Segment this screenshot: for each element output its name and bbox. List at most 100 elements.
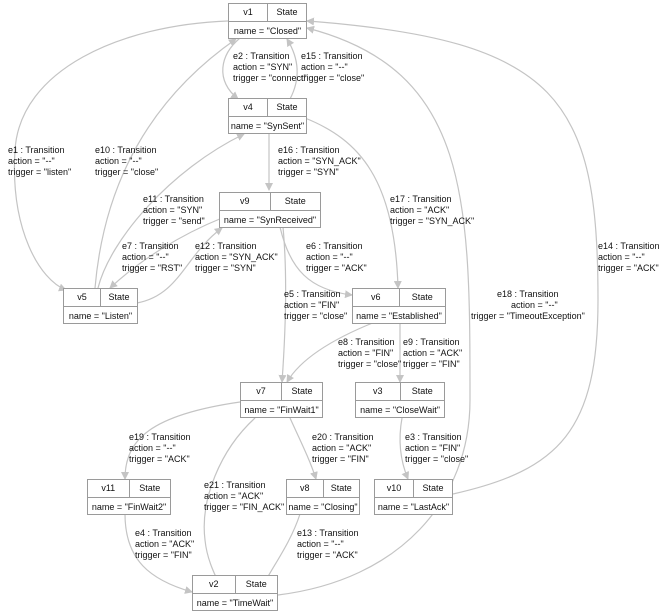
edge-head: e11 : Transition	[143, 194, 204, 204]
state-node-v1[interactable]: v1 State name = "Closed"	[228, 3, 307, 39]
edge-e1	[13, 20, 229, 292]
edge-e10	[94, 38, 237, 289]
edge-action: action = "--"	[598, 252, 645, 262]
node-attr: name = "FinWait2"	[91, 502, 167, 512]
edge-head: e20 : Transition	[312, 432, 374, 442]
edge-trigger: trigger = "FIN"	[135, 550, 192, 560]
edge-label-e1: e1 : Transition action = "--" trigger = …	[8, 145, 71, 178]
node-type: State	[139, 483, 161, 493]
edge-e7	[109, 217, 223, 289]
node-id: v11	[88, 480, 130, 497]
edge-action: action = "SYN_ACK"	[195, 252, 278, 262]
edge-action: action = "--"	[306, 252, 353, 262]
edge-action: action = "ACK"	[135, 539, 195, 549]
node-id: v5	[64, 289, 101, 306]
edge-label-e3: e3 : Transition action = "FIN" trigger =…	[405, 432, 468, 465]
node-type: State	[411, 292, 433, 302]
edge-action: action = "--"	[95, 156, 142, 166]
edge-e12	[136, 227, 223, 304]
node-attr: name = "LastAck"	[377, 502, 450, 512]
edge-head: e2 : Transition	[233, 51, 290, 61]
edge-e5	[278, 226, 287, 383]
node-type: State	[284, 196, 306, 206]
edge-e3	[399, 417, 409, 480]
edge-label-e7: e7 : Transition action = "--" trigger = …	[122, 241, 182, 274]
edge-action: action = "ACK"	[403, 348, 463, 358]
edge-e17	[304, 117, 402, 289]
edge-e21	[203, 417, 256, 591]
edge-head: e19 : Transition	[129, 432, 191, 442]
edge-action: action = "--"	[122, 252, 169, 262]
edge-trigger: trigger = "SYN_ACK"	[390, 216, 475, 226]
edge-label-e20: e20 : Transition action = "ACK" trigger …	[312, 432, 374, 465]
edge-trigger: trigger = "close"	[301, 73, 365, 83]
edge-action: action = "SYN_ACK"	[278, 156, 361, 166]
edge-head: e1 : Transition	[8, 145, 65, 155]
edge-label-e13: e13 : Transition action = "--" trigger =…	[297, 528, 359, 561]
edge-head: e3 : Transition	[405, 432, 462, 442]
edge-head: e4 : Transition	[135, 528, 192, 538]
edge-head: e21 : Transition	[204, 480, 266, 490]
state-node-v11[interactable]: v11 State name = "FinWait2"	[87, 479, 171, 515]
node-id: v3	[356, 383, 401, 400]
edge-head: e16 : Transition	[278, 145, 340, 155]
edge-trigger: trigger = "close"	[284, 311, 348, 321]
edge-head: e12 : Transition	[195, 241, 257, 251]
edge-e15	[286, 38, 298, 100]
edge-action: action = "ACK"	[204, 491, 264, 501]
node-attr: name = "TimeWait"	[196, 598, 274, 608]
edge-head: e5 : Transition	[284, 289, 341, 299]
edge-trigger: trigger = "close"	[338, 359, 402, 369]
node-type: State	[422, 483, 444, 493]
edge-trigger: trigger = "FIN_ACK"	[204, 502, 285, 512]
node-type: State	[276, 7, 298, 17]
edge-label-e10: e10 : Transition action = "--" trigger =…	[95, 145, 158, 178]
node-attr: name = "Closed"	[233, 26, 302, 36]
edge-action: action = "--"	[8, 156, 55, 166]
edge-label-e15: e15 : Transition action = "--" trigger =…	[301, 51, 364, 84]
edge-trigger: trigger = "SYN"	[278, 167, 339, 177]
edge-e18	[277, 25, 471, 596]
edge-action: action = "--"	[129, 443, 176, 453]
edge-e20	[289, 417, 318, 480]
edge-trigger: trigger = "ACK"	[306, 263, 367, 273]
edge-trigger: trigger = "FIN"	[403, 359, 460, 369]
node-type: State	[245, 579, 267, 589]
edge-head: e10 : Transition	[95, 145, 157, 155]
edge-label-e19: e19 : Transition action = "--" trigger =…	[129, 432, 191, 465]
edge-trigger: trigger = "ACK"	[598, 263, 659, 273]
node-type: State	[276, 102, 298, 112]
edge-trigger: trigger = "TimeoutException"	[471, 311, 585, 321]
node-id: v6	[353, 289, 400, 306]
node-attr: name = "CloseWait"	[360, 405, 440, 415]
edge-label-e4: e4 : Transition action = "ACK" trigger =…	[135, 528, 194, 561]
edge-label-e8: e8 : Transition action = "FIN" trigger =…	[338, 337, 401, 370]
node-id: v4	[229, 99, 268, 116]
edge-label-e5: e5 : Transition action = "FIN" trigger =…	[284, 289, 347, 322]
edge-label-e12: e12 : Transition action = "SYN_ACK" trig…	[195, 241, 278, 274]
node-id: v7	[241, 383, 282, 400]
node-attr: name = "Listen"	[68, 311, 133, 321]
edge-trigger: trigger = "close"	[405, 454, 469, 464]
edge-head: e17 : Transition	[390, 194, 452, 204]
edge-head: e9 : Transition	[403, 337, 460, 347]
edge-label-e11: e11 : Transition action = "SYN" trigger …	[143, 194, 205, 227]
edge-trigger: trigger = "FIN"	[312, 454, 369, 464]
edge-action: action = "ACK"	[390, 205, 450, 215]
edge-label-e16: e16 : Transition action = "SYN_ACK" trig…	[278, 145, 361, 178]
node-type: State	[291, 386, 313, 396]
node-attr: name = "SynReceived"	[223, 215, 317, 225]
node-attr: name = "Closing"	[288, 502, 358, 512]
node-id: v1	[229, 4, 268, 21]
